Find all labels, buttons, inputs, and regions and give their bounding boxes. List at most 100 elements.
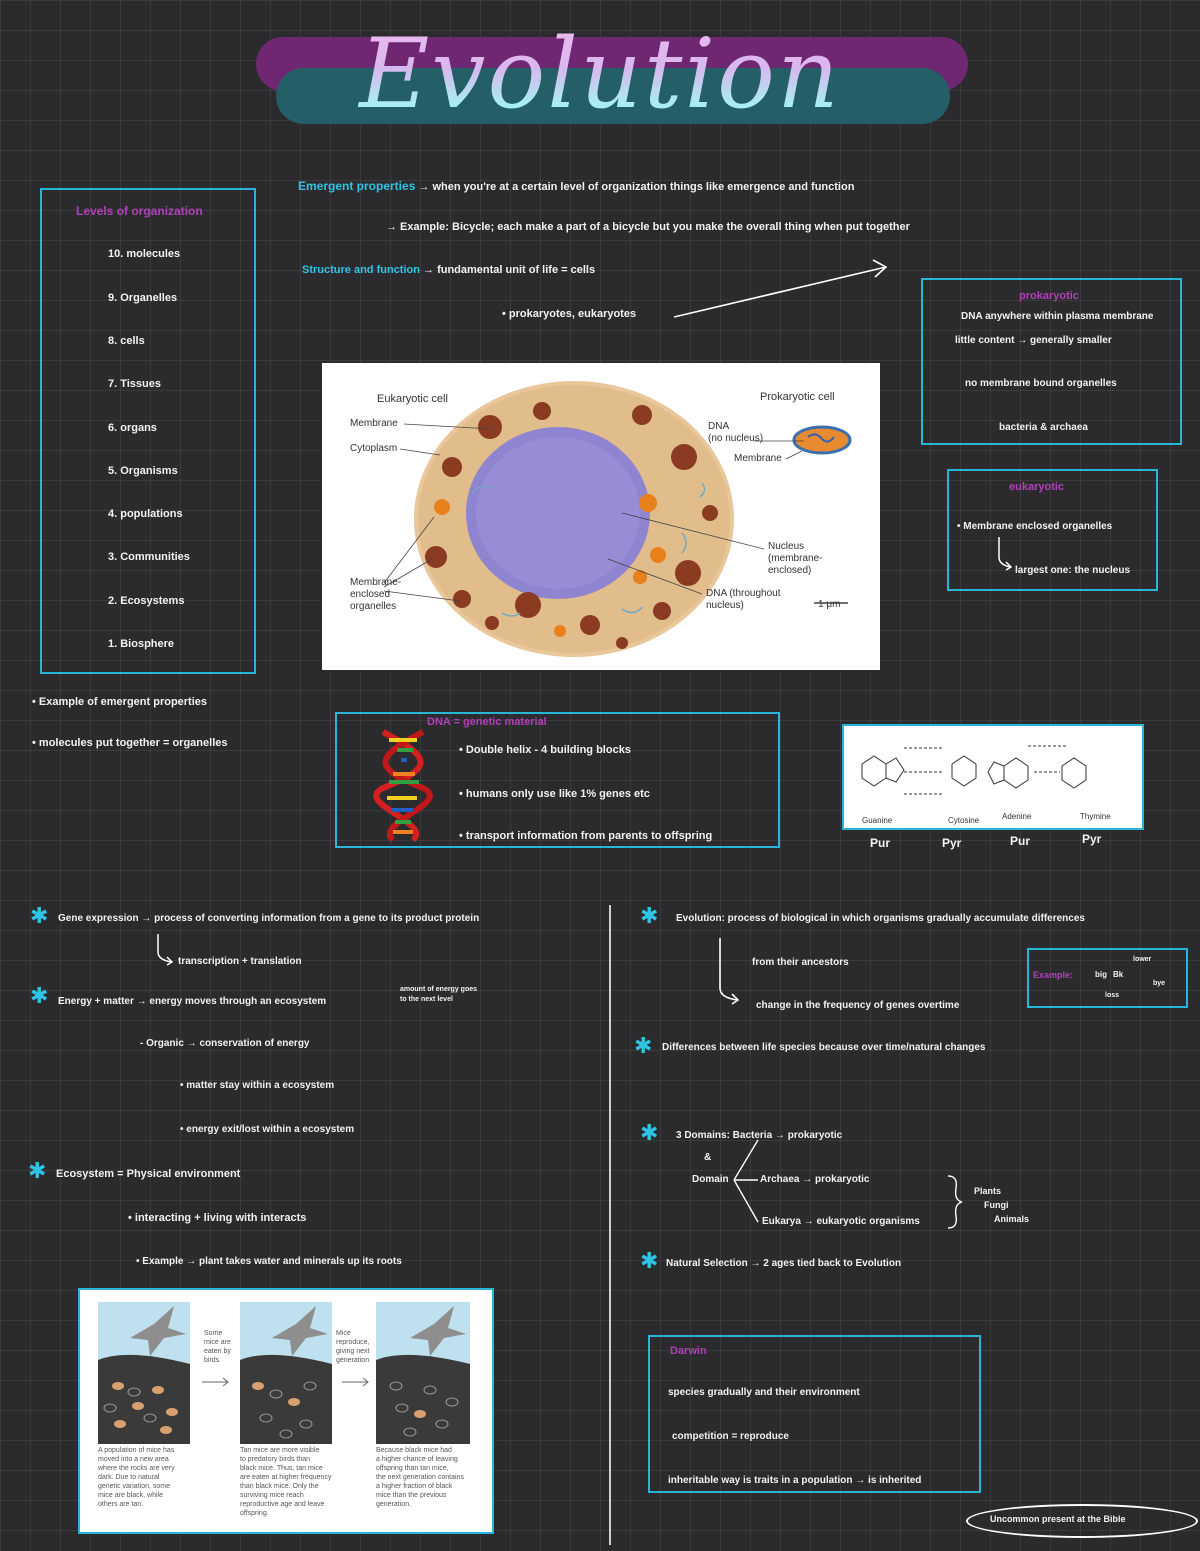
membrane2-label: Membrane [734,453,782,464]
emergent-line: Emergent properties → when you're at a c… [298,179,854,193]
brace-note: Plants [974,1186,1002,1196]
eukaryotic-box: eukaryotic • Membrane enclosed organelle… [947,469,1158,591]
caption3: Because black mice had a higher chance o… [376,1446,464,1509]
arrow1-label: eaten by [204,1348,231,1355]
evolution-line: Evolution: process of biological in whic… [676,913,1085,924]
arrow2-label: giving next [336,1348,370,1355]
cells-types: • prokaryotes, eukaryotes [502,308,637,320]
dna-box: DNA = genetic material • Double helix - … [335,712,780,848]
caption-line: generation. [376,1501,412,1508]
structure-label: Structure and function [302,264,420,276]
scale-label: 1 μm [818,599,841,610]
energy-line: Energy + matter → energy moves through a… [58,996,327,1007]
gene-expression: Gene expression → process of converting … [58,913,480,924]
caption-line: the next generation contains [376,1474,464,1481]
bases-figure: Guanine Cytosine Adenine Thymine [842,724,1144,830]
caption-line: mice than the previous [376,1492,447,1499]
branch-lines-icon [733,1139,759,1223]
level-item: 3. Communities [108,551,190,563]
caption-line: moved into a new area [98,1456,169,1463]
page-title: Evolution [300,14,900,134]
caption-line: are eaten at higher frequency [240,1474,332,1481]
emergent-label: Emergent properties [298,179,416,193]
curved-arrow-icon [719,938,740,1005]
arrow1-label: birds [204,1357,220,1364]
structure-line: Structure and function → fundamental uni… [302,264,595,276]
title-banner-bottom [276,68,950,124]
caption-line: reproductive age and leave [240,1501,325,1508]
caption2: Tan mice are more visible to predatory b… [240,1446,331,1518]
base-name: Cytosine [948,816,980,825]
base-type: Pur [870,836,891,850]
emergent-text: → when you're at a certain level of orga… [418,181,855,193]
cytoplasm-label: Cytoplasm [350,443,398,454]
prokaryotic-line2: little content → generally smaller [955,335,1112,346]
caption-line: genetic variation, some [98,1483,170,1490]
prokaryotic-box: prokaryotic DNA anywhere within plasma m… [921,278,1182,445]
caption-line: Because black mice had [376,1447,452,1454]
example-item: loss [1105,992,1120,999]
darwin-box: Darwin species gradually and their envir… [648,1335,981,1493]
eukarya-line: Eukarya → eukaryotic organisms [762,1216,920,1227]
evolution-sub2: change in the frequency of genes overtim… [756,1000,960,1011]
caption-line: offspring than tan mice, [376,1465,449,1472]
star-icon: ✱ [30,903,49,928]
domains-label: Domain [692,1174,729,1185]
dna-line1: • Double helix - 4 building blocks [459,744,631,756]
base-name: Guanine [862,816,893,825]
example-item: lower [1133,956,1152,963]
energy-note-2: to the next level [400,996,453,1003]
caption-line: A population of mice has [98,1447,175,1454]
base-type: Pyr [942,836,962,850]
prokaryotic-line3: no membrane bound organelles [965,378,1117,389]
level-item: 7. Tissues [108,378,161,390]
caption-line: offspring. [240,1510,269,1517]
prokaryotic-heading: prokaryotic [1019,290,1079,302]
star-icon: ✱ [634,1033,653,1058]
gene-sub: transcription + translation [178,956,302,967]
organelles-label-2: enclosed [350,589,391,600]
example-label: Example: [1033,970,1074,980]
column-divider [609,905,611,1545]
caption-line: a higher fraction of black [376,1483,453,1490]
mice-figure: Some mice are eaten by birds Mice reprod… [78,1288,494,1534]
dna-line3: • transport information from parents to … [459,830,713,842]
caption-line: a higher chance of leaving [376,1456,458,1463]
base-type: Pur [1010,834,1031,848]
mice-illustration [98,1302,470,1444]
dna-throughout-2: nucleus) [706,600,744,611]
energy-note-1: amount of energy goes [400,986,478,993]
prokaryotic-line4: bacteria & archaea [999,422,1088,433]
dna-line2: • humans only use like 1% genes etc [459,788,650,800]
eukaryotic-line1: • Membrane enclosed organelles [957,521,1113,532]
arrow1-label: mice are [204,1339,231,1346]
caption-line: surviving mice reach [240,1492,304,1499]
ecosystem-example: • Example → plant takes water and minera… [136,1256,402,1267]
darwin-line2: competition = reproduce [672,1431,789,1442]
prokaryotic-title: Prokaryotic cell [760,391,835,403]
cycles-line: - Organic → conservation of energy [140,1038,310,1049]
brace-icon [947,1175,963,1229]
brace-note: Animals [994,1214,1030,1224]
molecules-note: • molecules put together = organelles [32,737,228,749]
darwin-line1: species gradually and their environment [668,1387,860,1398]
caption-line: to predatory birds than [240,1456,311,1463]
darwin-line3: inheritable way is traits in a populatio… [668,1475,922,1486]
levels-heading: Levels of organization [76,204,203,218]
base-type: Pyr [1082,832,1102,846]
caption-line: dark. Due to natural [98,1474,160,1481]
domains-amp: & [704,1152,712,1163]
level-item: 6. organs [108,422,157,434]
dna-throughout-1: DNA (throughout [706,588,781,599]
caption-line: Tan mice are more visible [240,1447,320,1454]
base-name: Thymine [1080,812,1111,821]
prokaryotic-line1: DNA anywhere within plasma membrane [961,311,1154,322]
structure-text: → fundamental unit of life = cells [423,264,596,276]
star-icon: ✱ [640,1120,659,1145]
arrow2-label: reproduce, [336,1339,370,1346]
differences-line: Differences between life species because… [662,1042,986,1053]
example-item: bye [1153,980,1166,987]
oval-note: Uncommon present at the Bible [966,1504,1198,1538]
domains-line: 3 Domains: Bacteria → prokaryotic [676,1130,843,1141]
nucleus-label-1: Nucleus [768,541,805,552]
